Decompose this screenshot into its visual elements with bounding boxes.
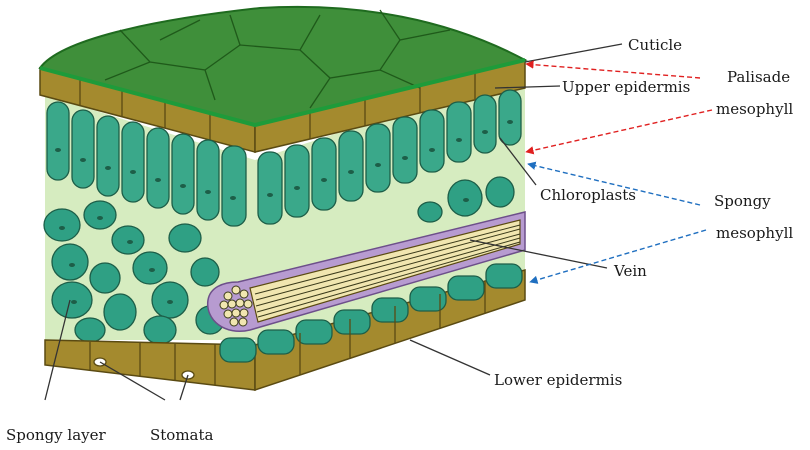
label-spongy-mesophyll-line2: mesophyll	[716, 224, 793, 242]
label-stomata: Stomata	[150, 426, 214, 444]
label-palisade-line2: mesophyll	[716, 100, 793, 118]
label-cuticle: Cuticle	[628, 36, 682, 54]
label-vein: Vein	[613, 262, 647, 280]
label-palisade-line1: Palisade	[727, 68, 790, 86]
label-spongy-layer: Spongy layer	[6, 426, 107, 444]
label-chloroplasts: Chloroplasts	[540, 186, 636, 204]
label-upper-epidermis: Upper epidermis	[562, 78, 690, 96]
label-spongy-mesophyll-line1: Spongy	[714, 192, 771, 210]
label-lower-epidermis: Lower epidermis	[494, 371, 622, 389]
